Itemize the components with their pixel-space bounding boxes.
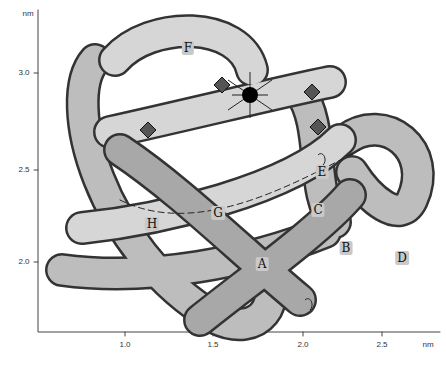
axis-tick-label: 1.0: [118, 341, 131, 349]
heme-group: [140, 72, 326, 310]
helix-label: G: [211, 206, 225, 220]
axes: [34, 10, 440, 336]
axis-tick-label: nm: [21, 10, 34, 18]
helix-label: D: [395, 251, 409, 265]
axis-tick-label: 2.5: [17, 166, 30, 174]
helix-label: C: [311, 203, 324, 217]
axis-tick-label: 2.0: [296, 341, 309, 349]
ribbon-tubes: [62, 31, 418, 324]
helix-label: F: [182, 41, 194, 55]
helix-label: E: [316, 165, 329, 179]
helix-label: B: [340, 241, 353, 255]
axis-tick-label: 3.0: [17, 69, 30, 77]
helix-label: H: [145, 217, 159, 231]
axis-tick-label: 1.5: [206, 341, 219, 349]
axis-tick-label: 2.5: [375, 341, 388, 349]
axis-tick-label: nm: [421, 341, 434, 349]
axis-tick-label: 2.0: [17, 258, 30, 266]
helix-label: A: [256, 257, 269, 271]
